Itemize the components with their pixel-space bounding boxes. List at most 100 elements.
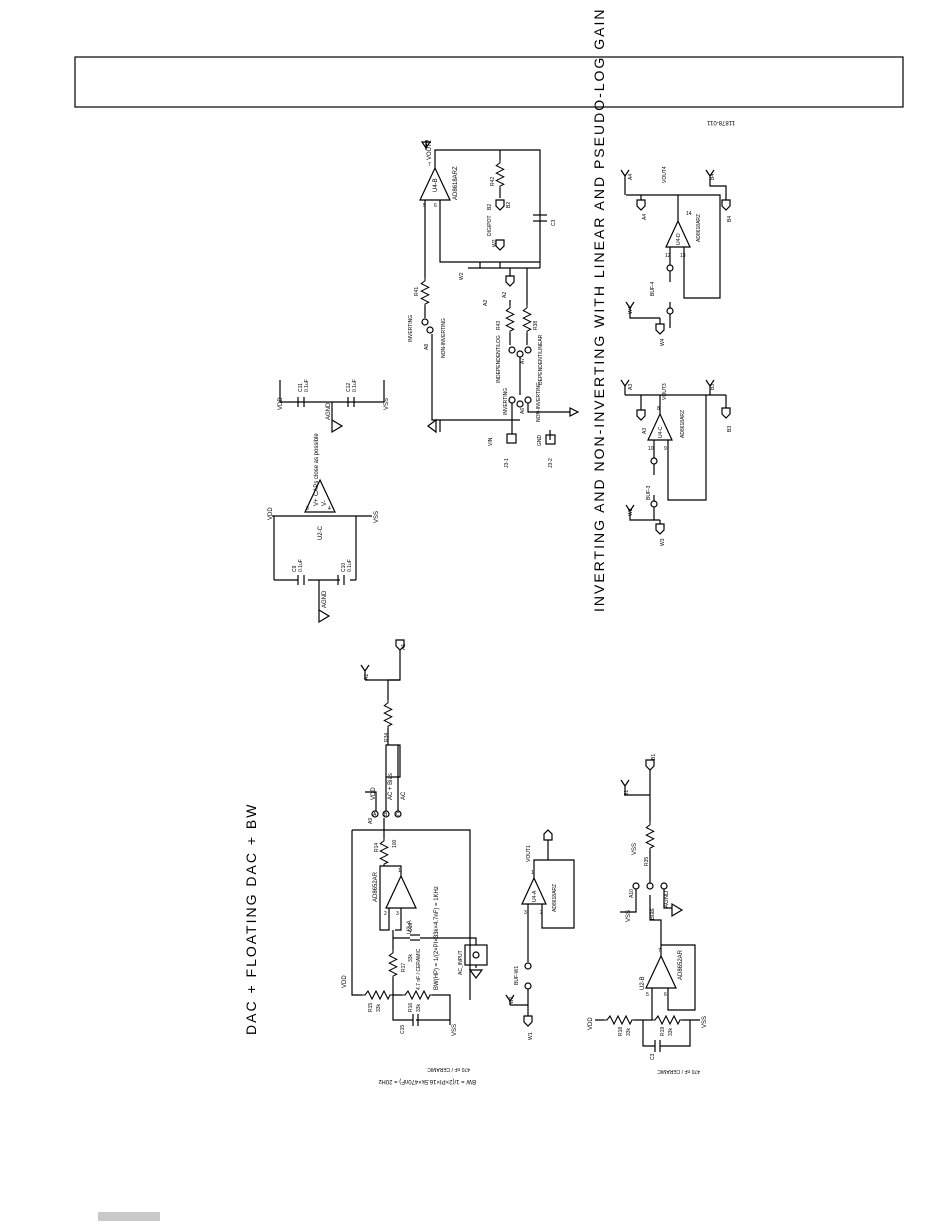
vin-label: VIN: [488, 437, 494, 446]
b4-port: B4: [727, 216, 733, 222]
buf4-pin13: 13: [680, 253, 686, 259]
b1-port: B1: [651, 754, 657, 760]
buf4-pin14: 14: [686, 211, 692, 217]
buf1-label: BUF-W1: [514, 966, 520, 985]
agnd-label: AGND: [664, 890, 670, 908]
vout1-label: VOUT1: [526, 845, 532, 862]
a10-label: A10: [629, 889, 635, 898]
dac-vdd-2: VDD: [342, 975, 348, 988]
dac-vdd-1: VDD: [371, 787, 377, 800]
r14-label: R14: [374, 843, 380, 852]
buf1-pin1: 1: [531, 870, 534, 876]
r17-label: R17: [401, 963, 407, 972]
b3-port: B3: [727, 426, 733, 432]
c15-label: C15: [400, 1025, 406, 1034]
u2b-part: AD8652AR: [678, 949, 684, 980]
c9-label: C9: [292, 565, 298, 572]
u4b-pin7: 7: [428, 162, 431, 168]
gnd-label: GND: [537, 435, 543, 447]
r41-label: R41: [414, 287, 420, 296]
w1-port: W1: [528, 1032, 534, 1040]
jp-c-label: C: [396, 812, 400, 818]
r15-label: R15: [368, 1003, 374, 1012]
r19-value: 33k: [668, 1027, 674, 1036]
u2a-pin3: 3: [396, 911, 399, 917]
u2b-pin5: 5: [646, 992, 649, 998]
fdac-vdd: VDD: [588, 1017, 594, 1030]
buf4-pin12: 12: [665, 253, 671, 259]
u2a-opamp: [385, 874, 417, 909]
vout4-label: VOUT4: [662, 166, 668, 183]
c12-label: C12: [346, 383, 352, 392]
c16-value: 4.7 nF / CERAMIC: [416, 948, 422, 990]
a9-label: A9: [368, 818, 374, 824]
u4b-opamp: [419, 166, 451, 201]
a7-label: A7: [520, 358, 526, 364]
j3-1-label: J3-1: [504, 458, 510, 468]
vout3-label: VOUT3: [662, 383, 668, 400]
u2a-pin2: 2: [384, 911, 387, 917]
bw-formula: BW = 1/(2×PI×16.5k×470nF) = 20Hz: [378, 1078, 476, 1084]
u4c-label: U4-C: [658, 426, 664, 438]
w1-label: W1: [509, 996, 515, 1004]
c11-value: 0.1uF: [304, 379, 310, 392]
vss-label-1: VSS: [632, 843, 638, 855]
buf1-circuit: U4-A AD8618ARZ 3 2 1 VOUT1 BUF-W1 W1 W1: [505, 829, 575, 1040]
w2-label: W2: [459, 272, 465, 280]
caps-note: CAPs close as possible: [314, 433, 320, 496]
u4d-opamp: [665, 219, 691, 248]
u2a-part: AD8652AR: [373, 871, 379, 902]
page-scroll-indicator[interactable]: [98, 1212, 160, 1221]
u2c-opamp: [304, 478, 336, 513]
bias-label: Bias: [650, 908, 656, 920]
r43-label: R43: [496, 321, 502, 330]
u2c-pin8: 8: [306, 506, 309, 512]
c10-value: 0.1uF: [347, 559, 353, 572]
a1-label: A1: [364, 674, 370, 680]
c10-label: C10: [341, 563, 347, 572]
u4b-pin6: 6: [434, 203, 437, 209]
a2-port: A2: [502, 292, 508, 298]
jp-a-label: A: [373, 812, 377, 818]
caps-agnd-1: AGND: [322, 590, 328, 608]
r17-value: 33k: [408, 953, 414, 962]
caps-agnd-2: AGND: [326, 402, 332, 420]
j3-2-label: J3-2: [548, 458, 554, 468]
u2b-pin6: 6: [664, 992, 667, 998]
w3-label: W3: [628, 508, 634, 516]
digipot-label: DIGIPOT: [487, 215, 493, 236]
r18-label: R18: [618, 1027, 624, 1036]
ac-input-label: AC_INPUT: [458, 950, 464, 975]
ind-log-label: INDEPENDENT/LOG: [496, 335, 502, 383]
jp-b-label: B: [384, 812, 388, 818]
u2a-label: U2-A: [407, 920, 413, 934]
buf3-pin9: 9: [664, 446, 667, 452]
inverting-label-2: INVERTING: [503, 388, 509, 415]
u2c-v-plus: V+: [314, 498, 320, 506]
right-title: INVERTING AND NON-INVERTING WITH LINEAR …: [591, 8, 607, 612]
u2c-v-minus: V-: [322, 500, 328, 506]
u4a-part: AD8618ARZ: [552, 884, 558, 912]
caps-section: V+ V- U2-C 8 4 VDD VSS C9 0.1uF C10 0.1u…: [268, 379, 390, 624]
caps-vdd-1: VDD: [268, 507, 274, 520]
u4c-part: AD8618ARZ: [680, 410, 686, 438]
non-inverting-label-2: NON-INVERTING: [536, 382, 542, 422]
r34-label: R34: [384, 733, 390, 742]
r35-label: R35: [644, 857, 650, 866]
a3-port: A3: [642, 428, 648, 434]
b3-label: B3: [710, 384, 716, 390]
a8-label: A8: [424, 344, 430, 350]
a4-port: A4: [642, 214, 648, 220]
vss-label-2: VSS: [626, 910, 632, 922]
c16-label: C16: [408, 923, 414, 932]
ac-label: AC: [401, 791, 407, 800]
u4a-opamp: [521, 876, 547, 905]
c3-label: C3: [650, 1053, 656, 1060]
a1-port: A1: [401, 644, 407, 650]
vout2-label: VOUT2: [427, 139, 433, 160]
r42-label: R42: [490, 177, 496, 186]
r38-label: R38: [533, 321, 539, 330]
floating-dac-circuit: U2-B AD8652AR 5 6 7 A10 R35 VSS Bias AGN…: [588, 754, 708, 1074]
buf4-circuit: U4-D AD8618ARZ 12 13 14 VOUT4 A4 A4 B4 B…: [620, 166, 733, 346]
bw-hp-formula: BW(HP) = 1/(2×PI×33k×4.7nF) = 1KHz: [434, 886, 440, 990]
